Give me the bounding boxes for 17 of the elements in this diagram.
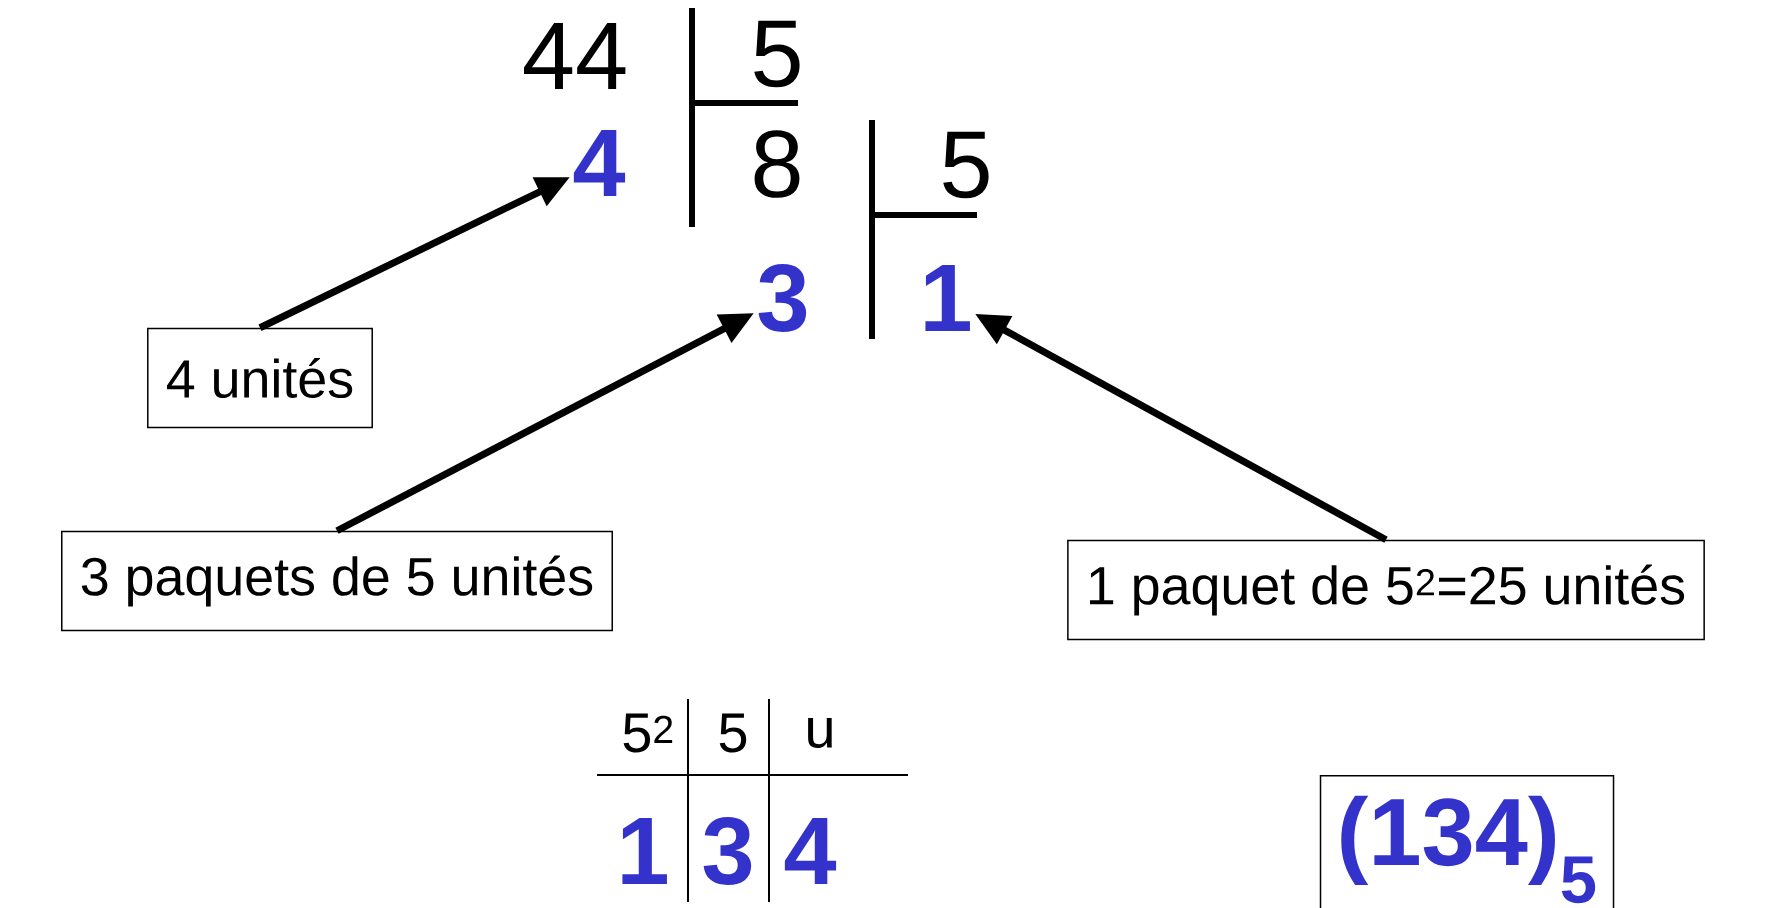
digit: 3 [758, 264, 807, 332]
table-cell: 1 [622, 818, 667, 884]
table-cell: 4 [784, 818, 837, 884]
digit: 4 [573, 130, 626, 196]
digit: 8 [754, 130, 800, 198]
digit: 44 [524, 23, 626, 89]
table-cell: u [808, 718, 832, 748]
table-cell: 5 [719, 713, 747, 753]
label-box: 3 paquets de 5 unités [61, 530, 613, 632]
label-box: 4 unités [147, 327, 373, 429]
result-box: (134)$_{5}$ [1319, 775, 1615, 908]
digit: 1 [925, 265, 970, 331]
table-cell: 3 [703, 817, 752, 885]
digit: 5 [943, 131, 989, 199]
table-cell: 5$^{2}$ [623, 713, 673, 753]
digit: 5 [754, 20, 800, 88]
label-box: 1 paquet de 5$^{2}$=25 unités [1067, 539, 1705, 641]
